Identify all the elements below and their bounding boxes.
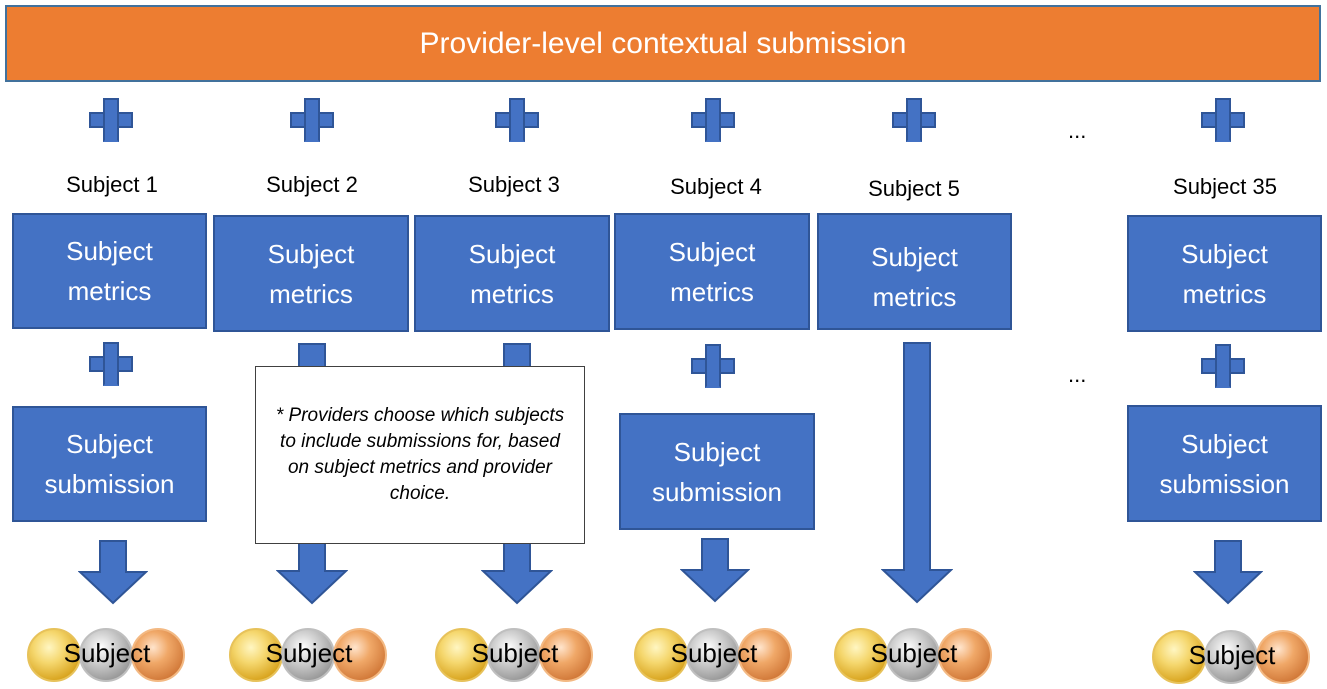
subject-label: Subject 4 <box>670 174 762 199</box>
subject-metrics-box: Subject metrics <box>213 215 409 332</box>
plus-icon <box>89 98 133 142</box>
bronze-medal-icon <box>938 628 992 682</box>
subject-label: Subject 5 <box>868 176 960 201</box>
medal-label: Subject <box>670 638 758 668</box>
plus-icon <box>290 98 334 142</box>
bronze-medal-icon <box>131 628 185 682</box>
plus-icon <box>1201 98 1245 142</box>
plus-icon <box>1201 344 1245 388</box>
medal-group: Subject <box>27 626 197 686</box>
subject-submission-box: Subject submission <box>12 406 207 522</box>
note-text: * Providers choose which subjects to inc… <box>275 405 565 504</box>
silver-medal-icon <box>281 628 335 682</box>
subject-submission-box: Subject submission <box>619 413 815 530</box>
bronze-medal-icon <box>738 628 792 682</box>
bronze-medal-icon <box>1256 630 1310 684</box>
medal-label: Subject <box>1188 640 1276 670</box>
bronze-medal-icon <box>539 628 593 682</box>
medal-group: Subject <box>834 626 1004 686</box>
gold-medal-icon <box>229 628 283 682</box>
arrow-down-icon <box>881 342 953 604</box>
silver-medal-icon <box>886 628 940 682</box>
subject-metrics-box: Subject metrics <box>12 213 207 329</box>
plus-icon <box>892 98 936 142</box>
subject-label: Subject 35 <box>1173 174 1277 199</box>
subject-metrics-box: Subject metrics <box>614 213 810 330</box>
subject-metrics-box: Subject metrics <box>1127 215 1322 332</box>
medal-label: Subject <box>265 638 353 668</box>
gold-medal-icon <box>435 628 489 682</box>
subject-metrics-box: Subject metrics <box>414 215 610 332</box>
silver-medal-icon <box>79 628 133 682</box>
arrow-down-icon <box>1193 540 1263 605</box>
medal-group: Subject <box>634 626 804 686</box>
medal-label: Subject <box>870 638 958 668</box>
medal-group: Subject <box>229 626 399 686</box>
provider-choice-note: * Providers choose which subjects to inc… <box>255 366 585 544</box>
medal-group: Subject <box>435 626 605 686</box>
subject-metrics-box: Subject metrics <box>817 213 1012 330</box>
subject-label: Subject 2 <box>266 172 358 197</box>
medal-group: Subject <box>1152 628 1322 688</box>
plus-icon <box>691 98 735 142</box>
medal-label: Subject <box>63 638 151 668</box>
plus-icon <box>89 342 133 386</box>
medal-label: Subject <box>471 638 559 668</box>
provider-level-banner: Provider-level contextual submission <box>5 5 1321 82</box>
plus-icon <box>691 344 735 388</box>
arrow-down-icon <box>78 540 148 605</box>
arrow-down-icon <box>680 538 750 603</box>
bronze-medal-icon <box>333 628 387 682</box>
plus-icon <box>495 98 539 142</box>
silver-medal-icon <box>1204 630 1258 684</box>
ellipsis-middle: ... <box>1068 362 1087 387</box>
subject-label: Subject 3 <box>468 172 560 197</box>
subject-submission-box: Subject submission <box>1127 405 1322 522</box>
subject-label: Subject 1 <box>66 172 158 197</box>
ellipsis-top: ... <box>1068 118 1087 143</box>
